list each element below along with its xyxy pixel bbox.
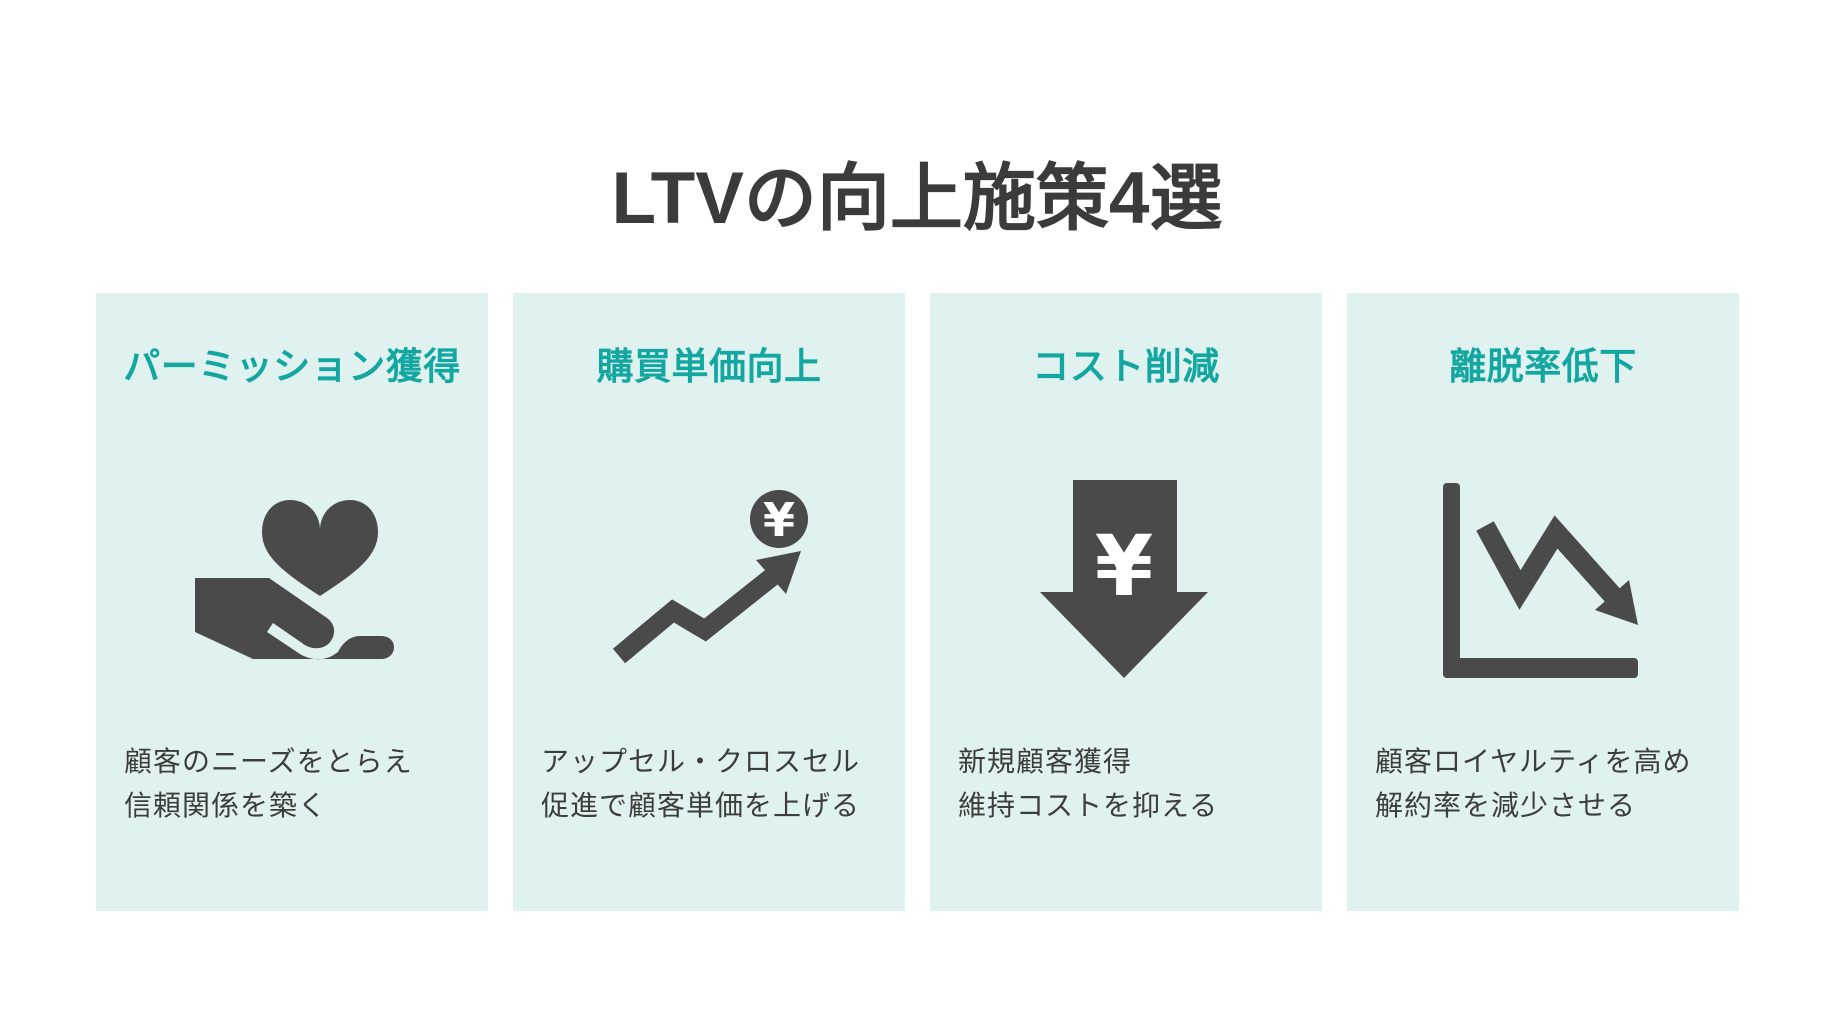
description-line: アップセル・クロスセル (541, 746, 861, 777)
upward-trend-yen-icon: ¥ (612, 490, 808, 664)
card-description: 新規顧客獲得 維持コストを抑える (958, 740, 1298, 828)
card-description: 顧客のニーズをとらえ 信頼関係を築く (124, 740, 464, 828)
card-churn-rate-down: 離脱率低下 顧客ロイヤルティを高め 解約率を減少させる (1347, 293, 1739, 911)
card-purchase-price-up: 購買単価向上 ¥ アップセル・クロスセル 促進で顧客単価を上げる (513, 293, 905, 911)
description-line: 解約率を減少させる (1375, 790, 1637, 821)
heart-shape (262, 500, 378, 596)
y-axis-bar (1443, 483, 1460, 678)
card-heading: パーミッション獲得 (123, 346, 461, 387)
trend-line (612, 568, 779, 664)
description-line: 維持コストを抑える (958, 790, 1219, 821)
card-permission-acquisition: パーミッション獲得 顧客のニーズをとらえ 信頼関係を築く (96, 293, 488, 911)
declining-line (1476, 515, 1623, 610)
card-description: 顧客ロイヤルティを高め 解約率を減少させる (1375, 740, 1715, 828)
x-axis-bar (1443, 658, 1638, 678)
description-line: 新規顧客獲得 (958, 746, 1133, 777)
description-line: 信頼関係を築く (124, 790, 328, 821)
card-heading: 離脱率低下 (1449, 346, 1637, 387)
declining-graph-icon (1443, 483, 1638, 678)
arrow-head (756, 551, 801, 594)
arrow-head (1595, 580, 1638, 625)
description-line: 促進で顧客単価を上げる (541, 790, 861, 821)
arrow-shaft (1073, 480, 1177, 596)
arrow-head (1040, 592, 1208, 678)
page-title: LTVの向上施策4選 (611, 157, 1223, 239)
card-heading: 購買単価向上 (596, 346, 822, 387)
yen-down-arrow-icon: ¥ (1040, 480, 1208, 678)
description-line: 顧客ロイヤルティを高め (1375, 746, 1692, 777)
yen-coin (750, 490, 808, 548)
hand-holding-heart-icon (195, 500, 394, 660)
card-heading: コスト削減 (1032, 346, 1220, 387)
card-cost-reduction: コスト削減 ¥ 新規顧客獲得 維持コストを抑える (930, 293, 1322, 911)
hand-shape (195, 578, 394, 660)
description-line: 顧客のニーズをとらえ (124, 746, 413, 777)
yen-symbol: ¥ (1095, 517, 1153, 615)
card-description: アップセル・クロスセル 促進で顧客単価を上げる (541, 740, 881, 828)
yen-symbol: ¥ (763, 493, 795, 547)
